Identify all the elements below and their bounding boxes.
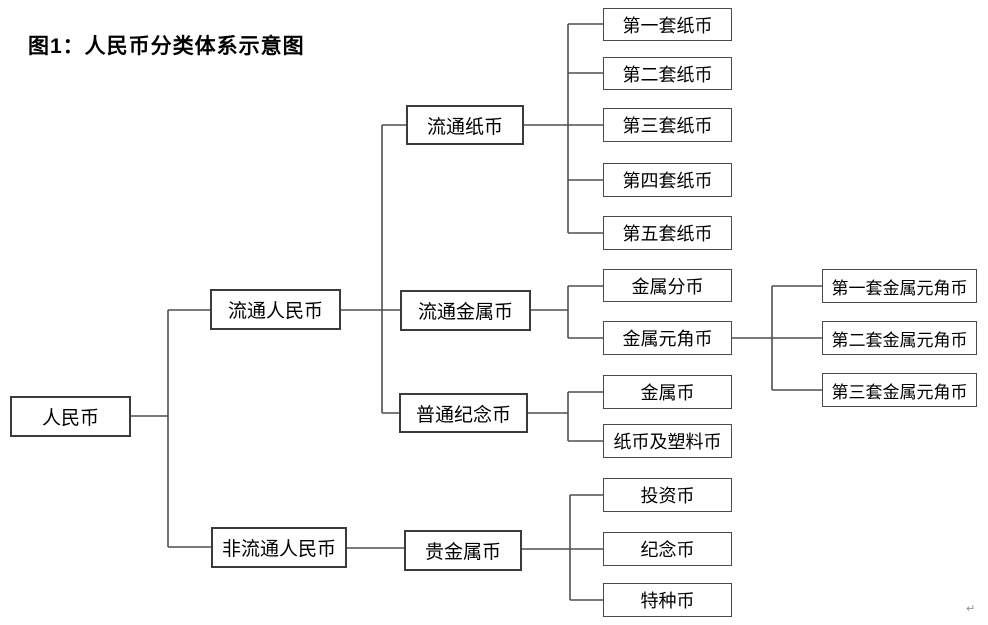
node-paper-set-1: 第一套纸币	[603, 8, 732, 41]
node-paper-set-4: 第四套纸币	[603, 163, 732, 197]
node-ordinary-commemorative: 普通纪念币	[399, 393, 528, 433]
node-paper-set-5: 第五套纸币	[603, 216, 732, 250]
node-paper-and-plastic: 纸币及塑料币	[603, 424, 732, 458]
node-precious-metal: 贵金属币	[404, 530, 522, 571]
node-circulating-paper: 流通纸币	[406, 105, 524, 145]
node-metal-yj-set-2: 第二套金属元角币	[822, 321, 977, 355]
node-metal-fen: 金属分币	[603, 269, 732, 302]
node-metal-yuan-jiao: 金属元角币	[603, 321, 732, 355]
node-non-circulating-rmb: 非流通人民币	[211, 527, 347, 568]
paragraph-mark: ↵	[966, 603, 976, 615]
node-metal-yj-set-1: 第一套金属元角币	[822, 269, 977, 303]
node-paper-set-3: 第三套纸币	[603, 108, 732, 142]
figure-title: 图1：人民币分类体系示意图	[28, 35, 305, 58]
node-metal-coin: 金属币	[603, 375, 732, 409]
node-metal-yj-set-3: 第三套金属元角币	[822, 373, 977, 407]
node-commemorative-coin: 纪念币	[603, 532, 732, 566]
node-special-coin: 特种币	[603, 583, 732, 617]
node-renminbi: 人民币	[10, 396, 131, 437]
node-investment-coin: 投资币	[603, 478, 732, 512]
node-circulating-rmb: 流通人民币	[210, 289, 341, 330]
node-paper-set-2: 第二套纸币	[603, 57, 732, 90]
node-circulating-metal: 流通金属币	[400, 290, 531, 331]
